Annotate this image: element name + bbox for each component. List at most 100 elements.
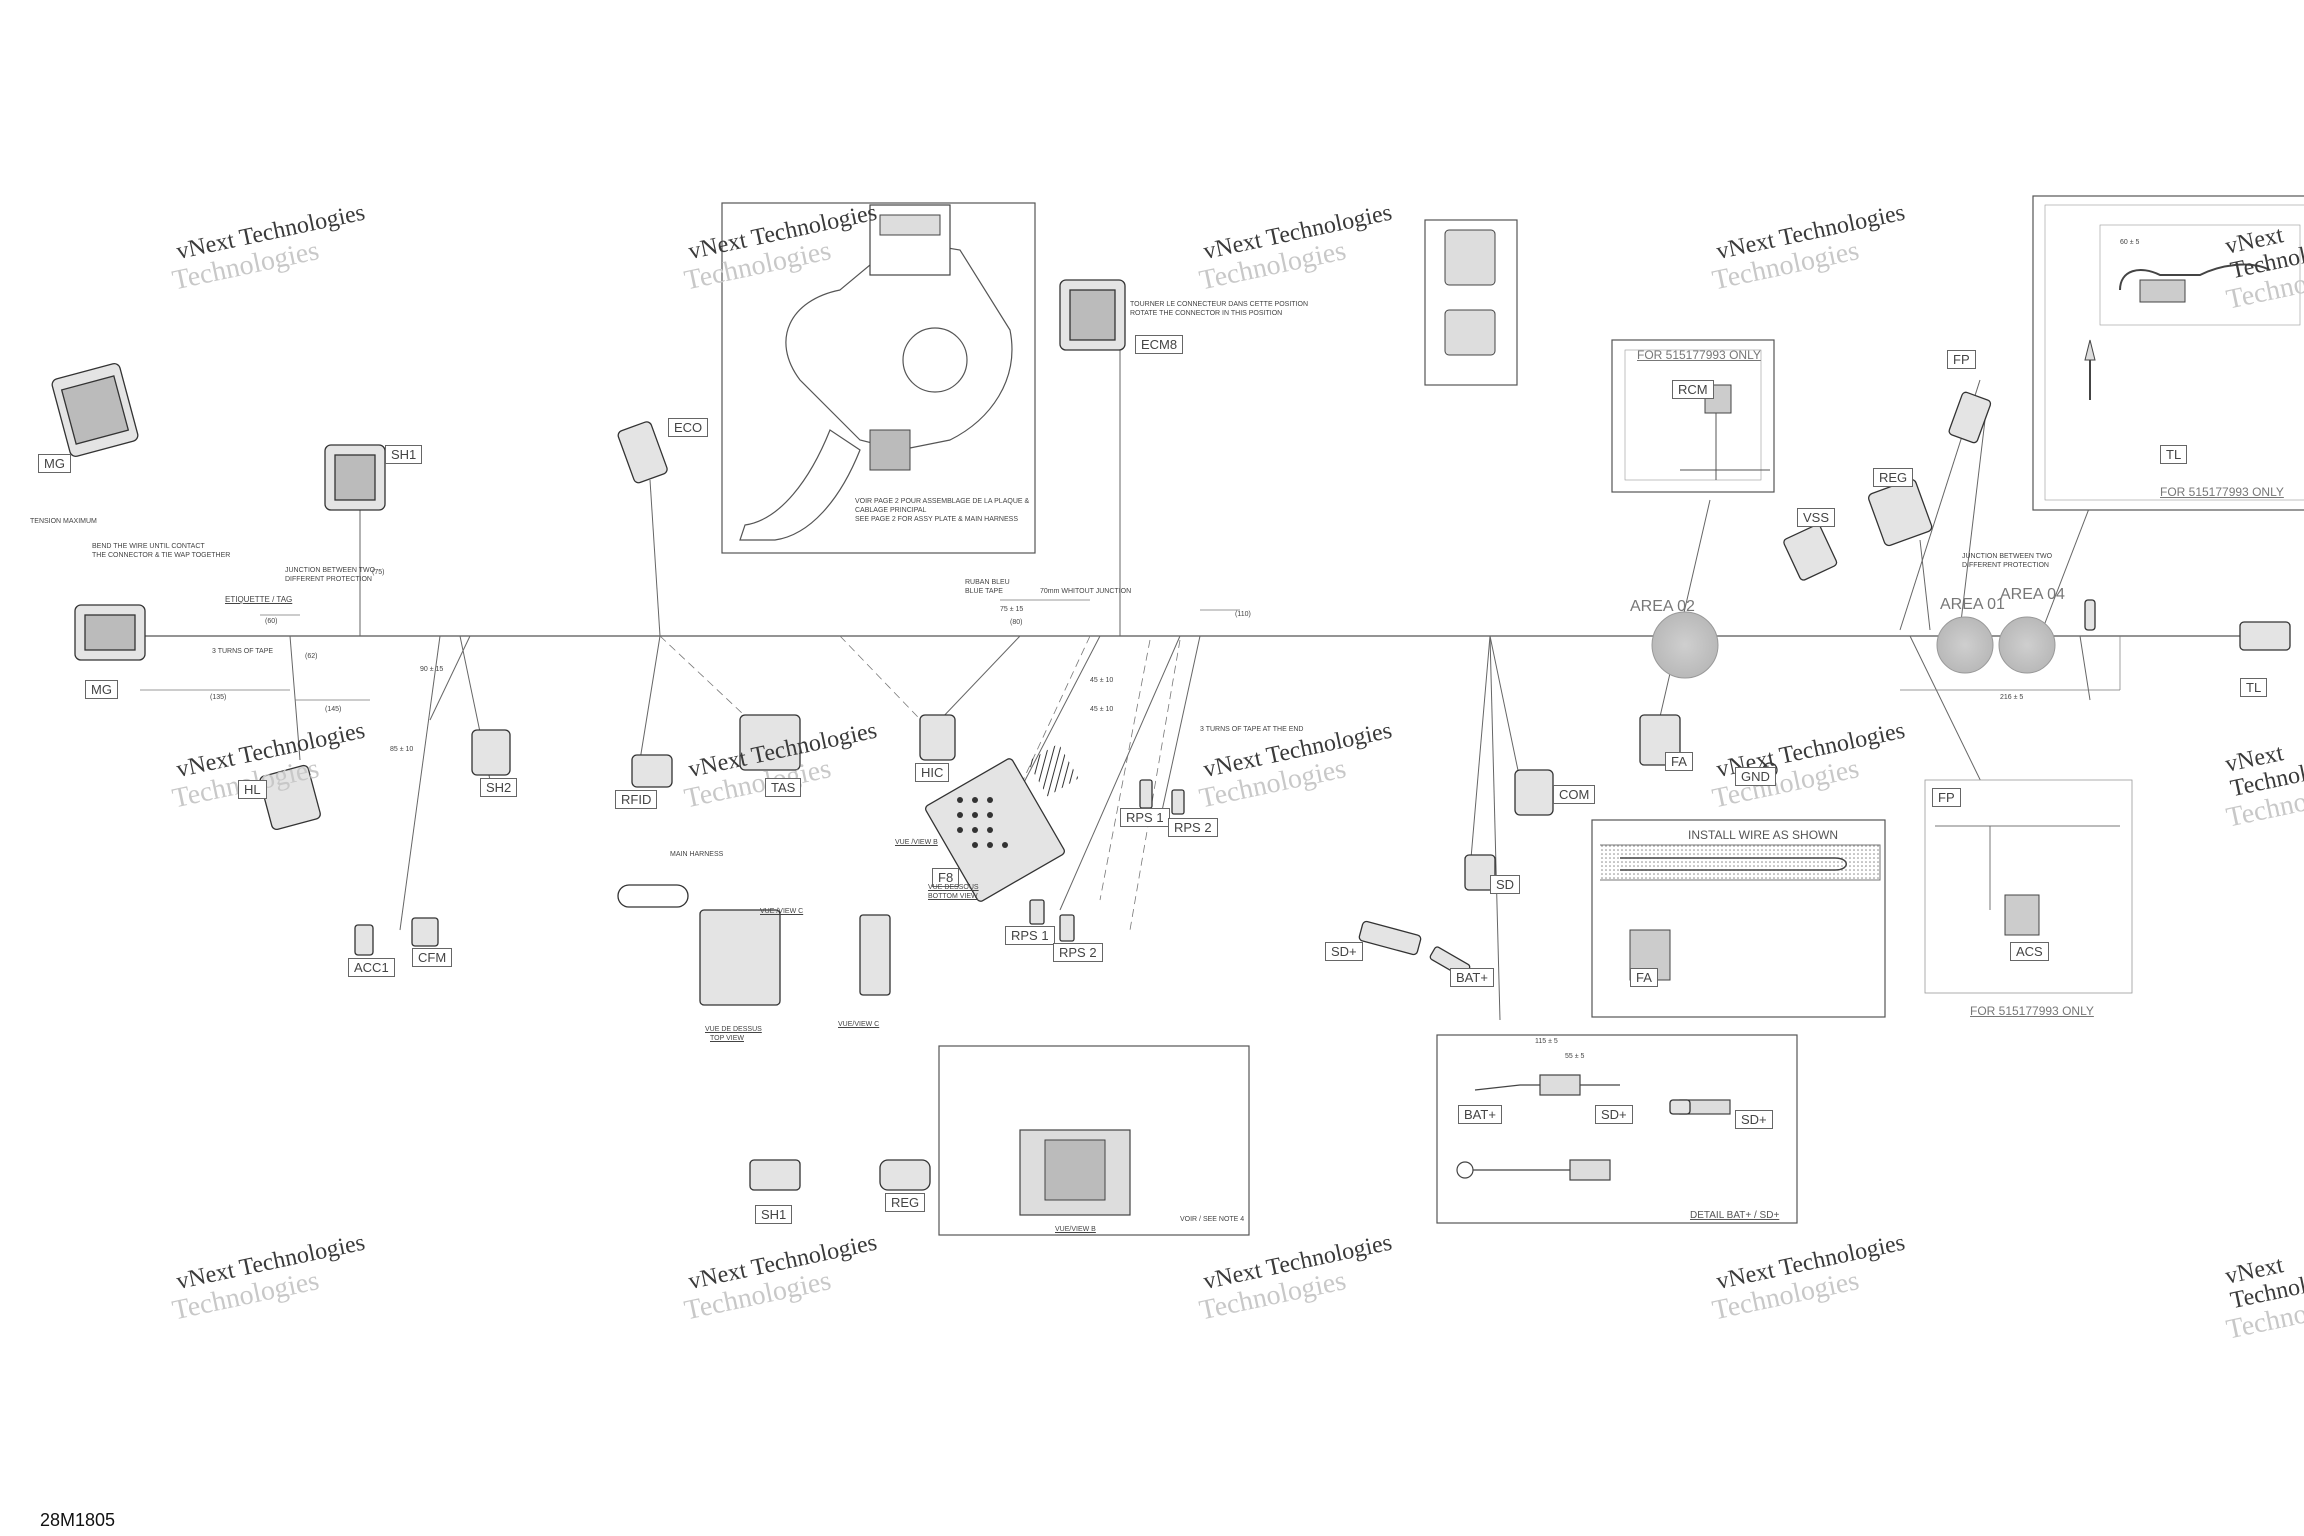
connector-label-sd-plus: SD+ — [1595, 1105, 1633, 1124]
dimension-label: 45 ± 10 — [1090, 677, 1114, 684]
connector-label-f8: F8 — [932, 868, 960, 887]
dimension-label: (145) — [325, 706, 342, 713]
connector-label-sd-plus: SD+ — [1735, 1110, 1773, 1129]
connector-label-com: COM — [1553, 785, 1596, 804]
connector-label-fa: FA — [1665, 752, 1693, 771]
connector-label-fp: FP — [1932, 788, 1961, 807]
rotate-note: ROTATE THE CONNECTOR IN THIS POSITION — [1130, 310, 1283, 317]
etiquette-note: ETIQUETTE / TAG — [225, 595, 293, 604]
junction-note: JUNCTION BETWEEN TWO — [285, 567, 376, 574]
connector-label-sh1: SH1 — [385, 445, 423, 464]
connector-label-sh1: SH1 — [755, 1205, 793, 1224]
connector-label-sh2: SH2 — [480, 778, 518, 797]
splice-hatch — [1027, 743, 1079, 797]
rcm-detail-box — [1611, 339, 1775, 493]
connector-label-rps2: RPS 2 — [1168, 818, 1218, 837]
for-only-note: FOR 515177993 ONLY — [1970, 1004, 2094, 1018]
detail-bat-box — [1436, 1034, 1798, 1224]
connector-label-sd: SD — [1490, 875, 1521, 894]
view-label: VUE/VIEW B — [1055, 1226, 1096, 1233]
dimension-label: (62) — [305, 653, 318, 660]
connector-label-gnd: GND — [1735, 767, 1776, 786]
connector-label-hic: HIC — [915, 763, 950, 782]
connector-label-mg: MG — [38, 454, 71, 473]
see-note: VOIR / SEE NOTE 4 — [1180, 1216, 1245, 1223]
connector-label-rps2: RPS 2 — [1053, 943, 1103, 962]
area-label: AREA 01 — [1940, 596, 2005, 613]
bend-wire-note: BEND THE WIRE UNTIL CONTACT — [92, 543, 205, 550]
connector-label-rps1: RPS 1 — [1005, 926, 1055, 945]
dimension-label: 216 ± 5 — [2000, 694, 2024, 701]
connector-label-reg: REG — [885, 1193, 926, 1212]
dimension-label: (135) — [210, 694, 227, 701]
tape-note: 3 TURNS OF TAPE AT THE END — [1200, 726, 1304, 733]
connector-label-tas: TAS — [765, 778, 802, 797]
view-label: VUE DESSOUS — [928, 884, 979, 891]
tension-note: TENSION MAXIMUM — [30, 518, 97, 525]
connector-label-vss: VSS — [1797, 508, 1836, 527]
connector-label-ecm8: ECM8 — [1135, 335, 1184, 354]
junction-note: JUNCTION BETWEEN TWO — [1962, 553, 2053, 560]
junction-note: DIFFERENT PROTECTION — [1962, 562, 2049, 569]
area-label: AREA 04 — [2000, 586, 2065, 603]
view-label: VUE /VIEW B — [895, 839, 938, 846]
connector-label-tl: TL — [2240, 678, 2268, 697]
rotate-note: TOURNER LE CONNECTEUR DANS CETTE POSITIO… — [1130, 301, 1309, 308]
connector-label-acs: ACS — [2010, 942, 2049, 961]
junction-note: DIFFERENT PROTECTION — [285, 576, 372, 583]
dimension-label: (60) — [265, 618, 278, 625]
dimension-label: 75 ± 15 — [1000, 606, 1024, 613]
for-only-note: FOR 515177993 ONLY — [1637, 348, 1761, 362]
dimension-label: 55 ± 5 — [1565, 1053, 1585, 1060]
harness-short-note: MAIN HARNESS — [670, 851, 724, 858]
view-label: VUE/VIEW C — [838, 1021, 880, 1028]
harness-note-en: SEE PAGE 2 FOR ASSY PLATE & MAIN HARNESS — [855, 516, 1018, 523]
dimension-label: (110) — [1235, 611, 1251, 618]
connector-label-mg: MG — [85, 680, 118, 699]
connector-label-fa: FA — [1630, 968, 1658, 987]
area-04-marker — [1998, 616, 2056, 674]
tape-note: RUBAN BLEU — [965, 579, 1010, 586]
dimension-label: 115 ± 5 — [1535, 1038, 1558, 1045]
connector-label-tl: TL — [2160, 445, 2188, 464]
connector-label-sd-plus: SD+ — [1325, 942, 1363, 961]
bracket-assembly-box — [721, 202, 1036, 554]
document-number: 28M1805 — [40, 1510, 116, 1530]
connector-label-fp: FP — [1947, 350, 1976, 369]
detail-bat-title: DETAIL BAT+ / SD+ — [1690, 1210, 1780, 1221]
tape-note: BLUE TAPE — [965, 588, 1003, 595]
dimension-lines — [140, 599, 2121, 701]
connector-label-rfid: RFID — [615, 790, 658, 809]
connector-label-rcm: RCM — [1672, 380, 1714, 399]
harness-note-fr2: CABLAGE PRINCIPAL — [855, 507, 927, 514]
connector-label-hl: HL — [238, 780, 267, 799]
bend-wire-note: THE CONNECTOR & TIE WAP TOGETHER — [92, 552, 231, 559]
connector-label-cfm: CFM — [412, 948, 453, 967]
fp-detail-box — [1924, 779, 2133, 994]
view-label: BOTTOM VIEW — [928, 893, 978, 900]
connector-label-eco: ECO — [668, 418, 709, 437]
for-only-note: FOR 515177993 ONLY — [2160, 485, 2284, 499]
dimension-label: 85 ± 10 — [390, 746, 414, 753]
dimension-label: 45 ± 10 — [1090, 706, 1114, 713]
connector-label-rps1: RPS 1 — [1120, 808, 1170, 827]
connector-label-bat-plus: BAT+ — [1450, 968, 1494, 987]
dimension-label: 90 ± 15 — [420, 666, 444, 673]
view-label: TOP VIEW — [710, 1035, 744, 1042]
area-01-marker — [1936, 616, 1994, 674]
fuse-grid — [957, 797, 1008, 848]
install-wire-title: INSTALL WIRE AS SHOWN — [1688, 828, 1839, 842]
dimension-label: (80) — [1010, 619, 1023, 626]
dimension-label: 60 ± 5 — [2120, 239, 2140, 246]
connector-label-reg: REG — [1873, 468, 1914, 487]
area-label: AREA 02 — [1630, 598, 1695, 615]
view-label: VUE DE DESSUS — [705, 1026, 762, 1033]
view-label: VUE /VIEW C — [760, 908, 804, 915]
dimension-label: (75) — [372, 569, 385, 576]
harness-note-fr: VOIR PAGE 2 POUR ASSEMBLAGE DE LA PLAQUE… — [855, 498, 1030, 505]
whitout-junction-note: 70mm WHITOUT JUNCTION — [1040, 588, 1132, 595]
tape-note: 3 TURNS OF TAPE — [212, 648, 274, 655]
connector-label-acc1: ACC1 — [348, 958, 395, 977]
area-02-marker — [1651, 611, 1719, 679]
